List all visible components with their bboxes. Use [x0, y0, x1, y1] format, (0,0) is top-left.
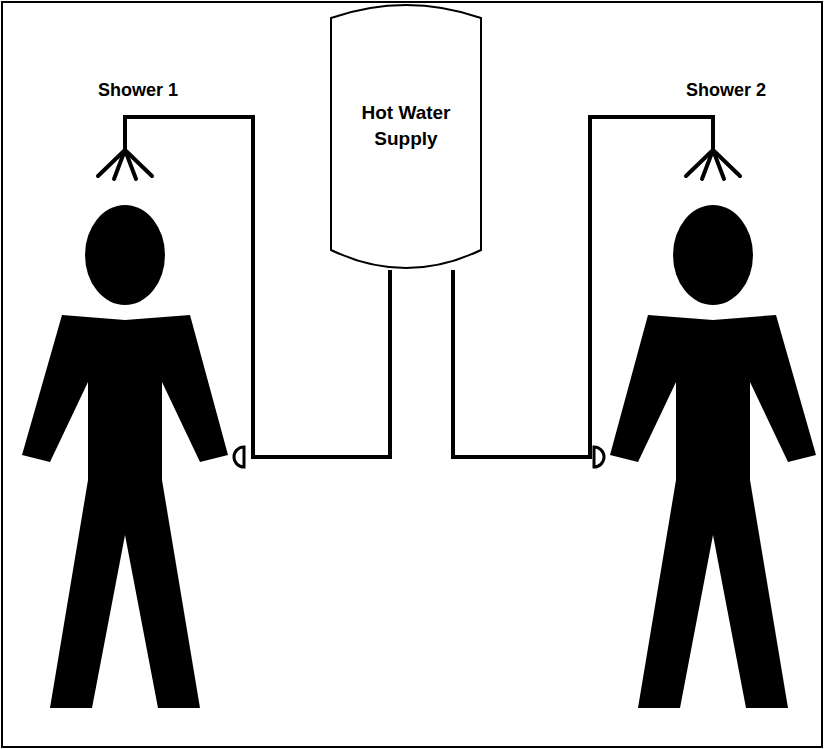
tank-label: Hot Water Supply — [352, 100, 460, 152]
faucet-handle — [234, 447, 244, 467]
pipe — [453, 117, 713, 457]
water-tank: Hot Water Supply — [330, 0, 482, 282]
shower-label: Shower 2 — [686, 80, 766, 101]
shower-label: Shower 1 — [98, 80, 178, 101]
person-figure — [594, 150, 816, 708]
person-figure — [22, 150, 244, 708]
shower-head — [98, 150, 152, 179]
